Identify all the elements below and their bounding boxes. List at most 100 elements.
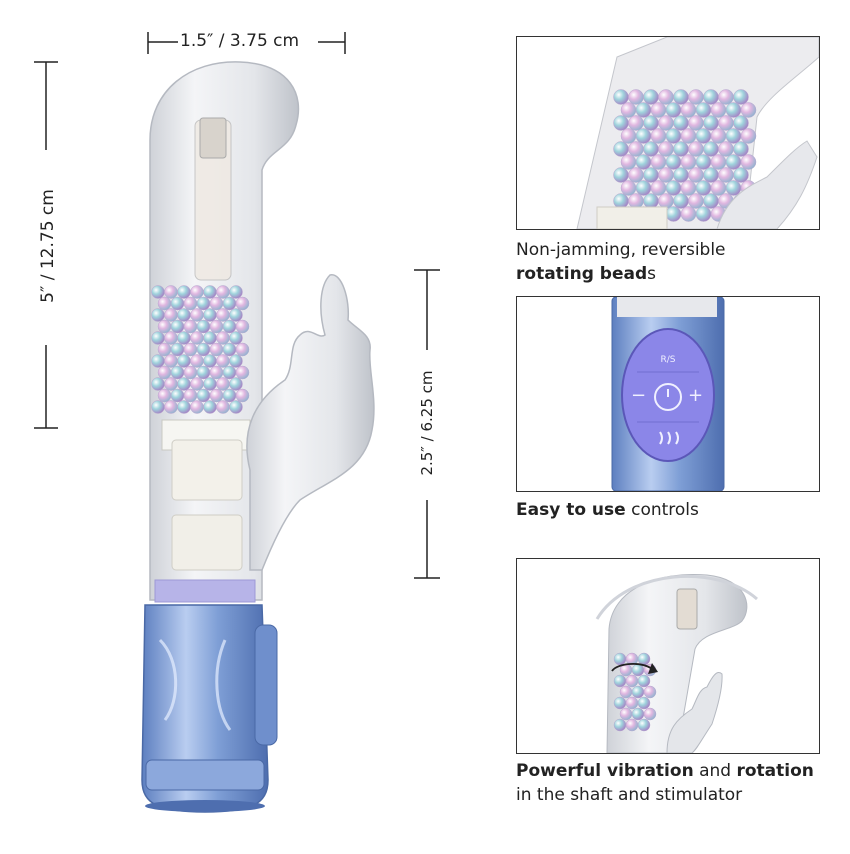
bead (637, 674, 651, 688)
bead (203, 400, 217, 414)
bead (216, 400, 230, 414)
bead (643, 685, 657, 699)
bead (718, 115, 734, 131)
vibration-closeup-image (595, 573, 758, 753)
bead (643, 141, 659, 157)
bead (157, 319, 172, 334)
bead (631, 663, 645, 677)
bead (680, 180, 697, 196)
bead (665, 206, 682, 222)
bead (635, 154, 652, 170)
bead (643, 707, 657, 721)
bead (680, 206, 697, 222)
bead (695, 154, 712, 170)
bead (658, 167, 674, 183)
bead (196, 388, 211, 403)
bead (665, 128, 682, 144)
bead (733, 89, 749, 105)
bead (151, 285, 165, 299)
bead (613, 674, 627, 688)
bead (613, 193, 629, 209)
bead (733, 141, 749, 157)
bead (650, 154, 667, 170)
bead (635, 128, 652, 144)
bead (222, 365, 237, 380)
bead (673, 141, 689, 157)
bead (229, 377, 243, 391)
width-dimension-label: 1.5″ / 3.75 cm (180, 31, 300, 51)
bead (190, 400, 204, 414)
bead (628, 89, 644, 105)
bead (703, 89, 719, 105)
feature-panel-vibration (516, 558, 820, 754)
bead (703, 193, 719, 209)
bead (177, 285, 191, 299)
bead (688, 141, 704, 157)
bead (710, 154, 727, 170)
bead (631, 685, 645, 699)
feature-panel-controls: R/S − + (516, 296, 820, 492)
bead (695, 128, 712, 144)
bead (628, 193, 644, 209)
bead (196, 296, 211, 311)
bead (177, 377, 191, 391)
product-image (34, 32, 440, 813)
bead (658, 89, 674, 105)
bead (733, 115, 749, 131)
minus-button[interactable]: − (631, 385, 647, 406)
beads-closeup-image (576, 37, 819, 229)
reverse-speed-button[interactable]: R/S (660, 355, 676, 365)
bead (151, 377, 165, 391)
bead (718, 89, 734, 105)
bead (164, 285, 178, 299)
bead (151, 400, 165, 414)
bead (688, 115, 704, 131)
bead (631, 707, 645, 721)
bead (157, 365, 172, 380)
bead (203, 308, 217, 322)
bead (688, 193, 704, 209)
bead (613, 89, 629, 105)
bead (658, 141, 674, 157)
bead (710, 102, 727, 118)
bead (725, 180, 742, 196)
bead (650, 102, 667, 118)
bead (643, 193, 659, 209)
bead (635, 102, 652, 118)
bead (703, 115, 719, 131)
bead (637, 652, 651, 666)
bead (613, 652, 627, 666)
bead (216, 354, 230, 368)
bead (235, 296, 250, 311)
bead (625, 696, 639, 710)
bead (643, 115, 659, 131)
bead (222, 342, 237, 357)
bead (190, 354, 204, 368)
bead (177, 308, 191, 322)
plus-button[interactable]: + (688, 385, 704, 406)
vibration-caption-bold2: rotation (736, 761, 814, 781)
bead (740, 154, 757, 170)
bead (177, 400, 191, 414)
bead (628, 141, 644, 157)
bead (157, 388, 172, 403)
bead (725, 102, 742, 118)
bead (203, 354, 217, 368)
bead (177, 354, 191, 368)
bead (209, 342, 224, 357)
bead (665, 154, 682, 170)
bead (164, 400, 178, 414)
stimulator-dimension-label: 2.5″ / 6.25 cm (418, 370, 436, 476)
bead (183, 388, 198, 403)
bead (196, 365, 211, 380)
bead (695, 102, 712, 118)
product-illustration (34, 32, 440, 813)
bead (177, 331, 191, 345)
bead (235, 319, 250, 334)
bead (695, 206, 712, 222)
bead (673, 89, 689, 105)
bead (209, 388, 224, 403)
bead (740, 128, 757, 144)
bead (222, 388, 237, 403)
controls-caption-rest: controls (625, 500, 699, 520)
